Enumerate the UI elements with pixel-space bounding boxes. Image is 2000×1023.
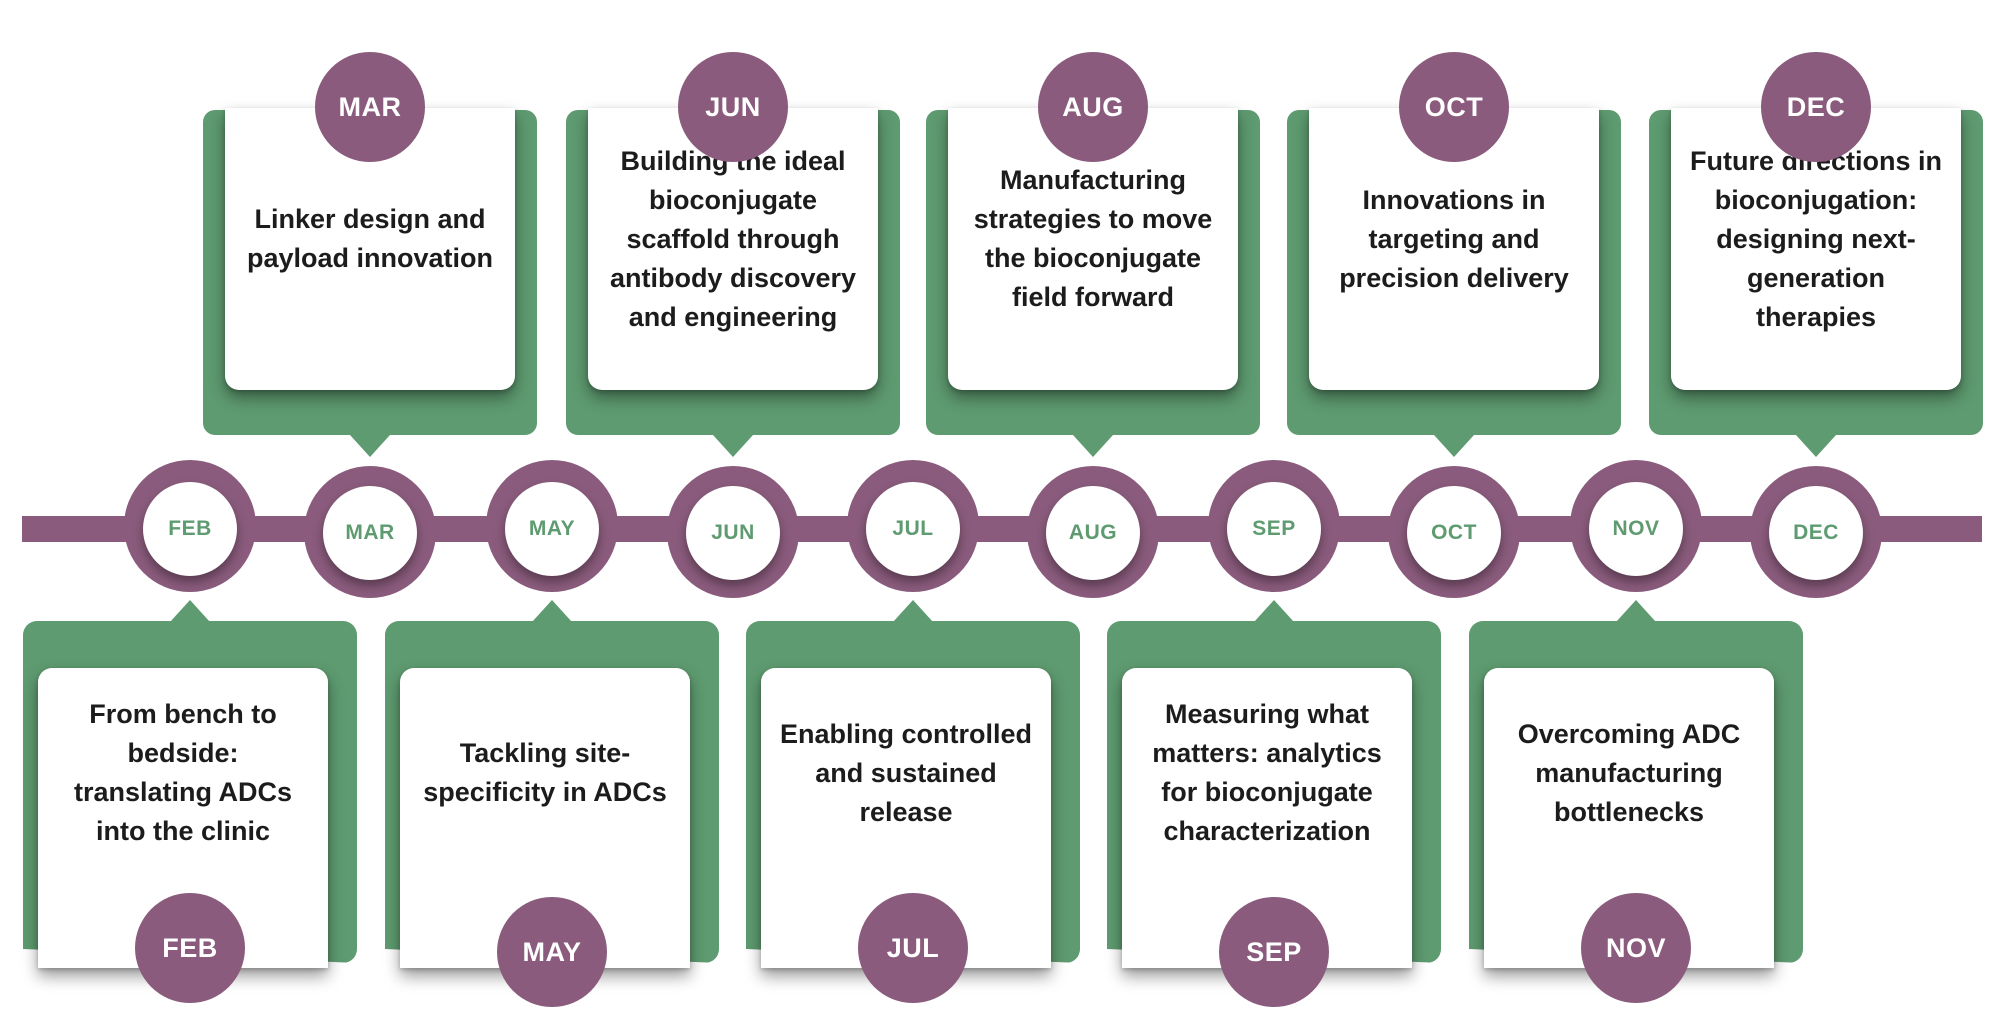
bottom-card-pointer-jul — [893, 600, 933, 622]
top-card-text: Innovations in targeting and precision d… — [1339, 184, 1569, 293]
bottom-card-pointer-feb — [170, 600, 210, 622]
top-card-pointer-aug — [1073, 435, 1113, 457]
top-month-badge-aug: AUG — [1038, 52, 1148, 162]
top-card-text: Manufacturing strategies to move the bio… — [973, 165, 1213, 312]
timeline-node-oct: OCT — [1407, 486, 1501, 580]
top-card-text: Linker design and payload innovation — [246, 204, 494, 273]
top-card-text: Building the ideal bioconjugate scaffold… — [609, 145, 857, 332]
timeline-node-aug: AUG — [1046, 486, 1140, 580]
top-card-pointer-oct — [1434, 435, 1474, 457]
timeline-node-nov: NOV — [1589, 482, 1683, 576]
timeline-node-dec: DEC — [1769, 486, 1863, 580]
bottom-card-text: Overcoming ADC manufacturing bottlenecks — [1517, 718, 1741, 827]
bottom-card-text: From bench to bedside: translating ADCs … — [73, 699, 293, 846]
bottom-card-pointer-may — [532, 600, 572, 622]
bottom-card-sep: Measuring what matters: analytics for bi… — [1122, 668, 1412, 968]
bottom-card-pointer-sep — [1254, 600, 1294, 622]
top-month-badge-dec: DEC — [1761, 52, 1871, 162]
timeline-node-may: MAY — [505, 482, 599, 576]
bottom-card-pointer-nov — [1616, 600, 1656, 622]
top-card-pointer-dec — [1796, 435, 1836, 457]
bottom-month-badge-may: MAY — [497, 897, 607, 1007]
bottom-card-text: Tackling site-specificity in ADCs — [423, 738, 667, 807]
timeline-node-sep: SEP — [1227, 482, 1321, 576]
timeline-node-mar: MAR — [323, 486, 417, 580]
bottom-month-badge-jul: JUL — [858, 893, 968, 1003]
top-month-badge-mar: MAR — [315, 52, 425, 162]
bottom-month-badge-nov: NOV — [1581, 893, 1691, 1003]
top-month-badge-jun: JUN — [678, 52, 788, 162]
top-month-badge-oct: OCT — [1399, 52, 1509, 162]
bottom-card-text: Enabling controlled and sustained releas… — [779, 718, 1032, 827]
bottom-month-badge-feb: FEB — [135, 893, 245, 1003]
bottom-card-may: Tackling site-specificity in ADCs — [400, 668, 690, 968]
top-card-pointer-jun — [713, 435, 753, 457]
top-card-text: Future directions in bioconjugation: des… — [1689, 145, 1943, 332]
bottom-card-text: Measuring what matters: analytics for bi… — [1152, 699, 1382, 846]
timeline-node-jun: JUN — [686, 486, 780, 580]
bottom-card-jul: Enabling controlled and sustained releas… — [761, 668, 1051, 968]
top-card-pointer-mar — [350, 435, 390, 457]
bottom-month-badge-sep: SEP — [1219, 897, 1329, 1007]
timeline-node-jul: JUL — [866, 482, 960, 576]
timeline-node-feb: FEB — [143, 482, 237, 576]
